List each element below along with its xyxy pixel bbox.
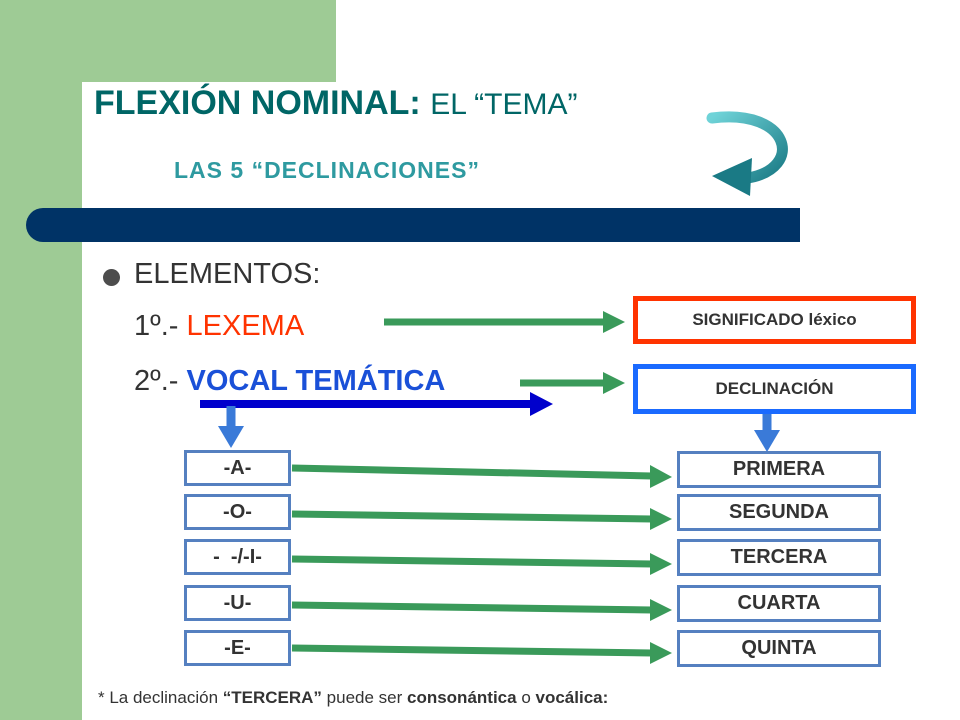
background-green-strip	[0, 0, 82, 720]
footnote-option1: consonántica	[407, 688, 517, 707]
item2-term: VOCAL TEMÁTICA	[186, 365, 446, 397]
arrow-right-icon	[291, 553, 672, 575]
title-underline-bar	[26, 208, 800, 242]
footnote-part3: o	[516, 688, 536, 707]
vowel-box-u: -U-	[184, 585, 291, 621]
arrow-right-icon	[520, 372, 625, 394]
declension-box-tercera: TERCERA	[677, 539, 881, 576]
declension-box-quinta: QUINTA	[677, 630, 881, 667]
vowel-box-i: - -/-I-	[184, 539, 291, 575]
arrow-right-icon	[291, 508, 672, 530]
vowel-box-o: -O-	[184, 494, 291, 530]
element-item-lexema: 1º.- LEXEMA	[134, 310, 304, 343]
elements-heading: ELEMENTOS:	[134, 258, 321, 290]
bullet-icon	[103, 269, 120, 286]
declension-box-cuarta: CUARTA	[677, 585, 881, 622]
arrow-right-icon	[291, 599, 672, 621]
item1-prefix: 1º.-	[134, 310, 179, 342]
page-title: FLEXIÓN NOMINAL: EL “TEMA”	[94, 84, 577, 123]
element-item-vocal: 2º.- VOCAL TEMÁTICA	[134, 365, 445, 398]
title-light: EL “TEMA”	[430, 88, 578, 121]
arrow-right-icon	[291, 642, 672, 664]
item1-term: LEXEMA	[186, 310, 305, 342]
footnote-option2: vocálica:	[535, 688, 609, 707]
footnote-part1: * La declinación	[98, 688, 223, 707]
vowel-box-e: -E-	[184, 630, 291, 666]
item2-prefix: 2º.-	[134, 365, 179, 397]
arrow-right-icon	[291, 464, 672, 488]
page-subtitle: LAS 5 “DECLINACIONES”	[174, 157, 480, 183]
vowel-box-a: -A-	[184, 450, 291, 486]
footnote-term: “TERCERA”	[222, 688, 322, 707]
arrow-down-icon	[218, 406, 244, 448]
curved-arrow-icon	[706, 111, 788, 196]
background-green-top	[0, 0, 336, 82]
meaning-box-lexema: SIGNIFICADO léxico	[633, 296, 916, 344]
arrow-right-icon	[384, 311, 625, 333]
title-bold: FLEXIÓN NOMINAL:	[94, 84, 421, 122]
footnote: * La declinación “TERCERA” puede ser con…	[98, 688, 608, 708]
footnote-part2: puede ser	[321, 688, 407, 707]
arrow-right-icon	[200, 392, 553, 416]
meaning-box-declinacion: DECLINACIÓN	[633, 364, 916, 414]
declension-box-segunda: SEGUNDA	[677, 494, 881, 531]
declension-box-primera: PRIMERA	[677, 451, 881, 488]
arrow-down-icon	[754, 414, 780, 452]
